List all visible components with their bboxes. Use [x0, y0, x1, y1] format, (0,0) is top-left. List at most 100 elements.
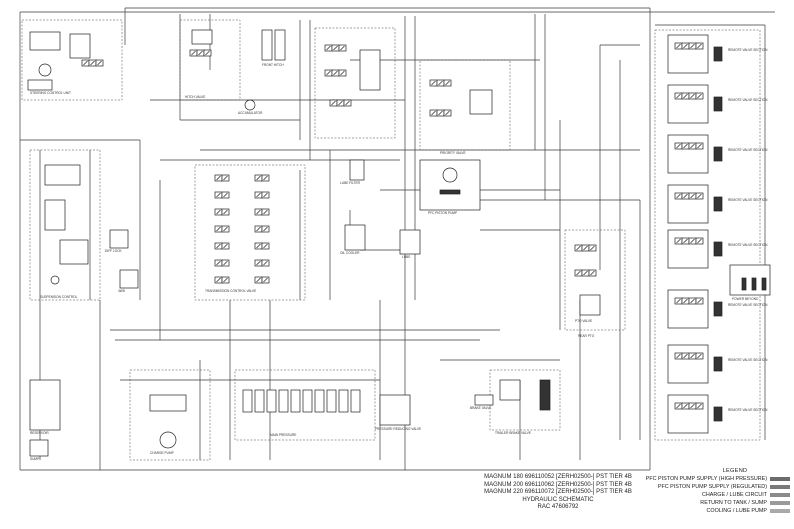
component-label: Main pressure [270, 433, 297, 437]
flow-arrow [445, 110, 450, 116]
component-label: Front hitch [262, 63, 284, 67]
clutch-spool [254, 225, 270, 233]
flow-arrow [683, 353, 688, 359]
component-label: Brake valve [470, 406, 492, 410]
component-label: Steering control unit [30, 91, 71, 95]
component-label: Remote valve section [728, 98, 768, 102]
legend-item-label: PFC PISTON PUMP SUPPLY (REGULATED) [657, 484, 767, 490]
flow-arrow [198, 50, 203, 56]
title-block: MAGNUM 180 696110052 [ZERH02500-] PST TI… [463, 474, 653, 512]
shift-solenoid [290, 389, 301, 413]
flow-arrow [256, 243, 261, 249]
legend-swatch [770, 485, 790, 489]
remote-section-spool [674, 142, 704, 150]
flow-arrow [256, 277, 261, 283]
flow-arrow [576, 245, 581, 251]
suspension-accumulator-block [59, 239, 89, 265]
legend-item-label: RETURN TO TANK / SUMP [700, 500, 767, 506]
remote-valve-section [667, 34, 709, 74]
clutch-spool [214, 208, 230, 216]
pto-block-outline [564, 229, 626, 331]
clutch-spool [214, 259, 230, 267]
steering-spool [81, 59, 104, 67]
flow-arrow [223, 209, 228, 215]
component-label: Trailer brake valve [495, 431, 531, 435]
flow-arrow [256, 226, 261, 232]
suspension-accumulator [50, 275, 60, 285]
flow-arrow [97, 60, 102, 66]
shift-solenoid [326, 389, 337, 413]
flow-arrow [676, 403, 681, 409]
flow-arrow [216, 209, 221, 215]
legend-swatch [770, 493, 790, 497]
clutch-spool [254, 259, 270, 267]
remote-section-spool [674, 192, 704, 200]
four-wd-valve [119, 269, 139, 289]
pfc-pump-block [419, 159, 481, 211]
steering-cylinder [27, 79, 53, 91]
flow-arrow [431, 110, 436, 116]
flow-arrow [223, 175, 228, 181]
component-label: Pressure reducing valve [375, 427, 422, 431]
legend-swatch [770, 501, 790, 505]
legend-item: RETURN TO TANK / SUMP [640, 499, 790, 507]
component-label: Remote valve section [728, 148, 768, 152]
component-label: Priority valve [440, 151, 466, 155]
flow-arrow [683, 43, 688, 49]
flow-arrow [216, 226, 221, 232]
flow-arrow [216, 243, 221, 249]
flow-arrow [263, 277, 268, 283]
suspension-block-outline [29, 149, 101, 301]
flow-arrow [256, 209, 261, 215]
pressure-reducing-block [379, 394, 411, 426]
reservoir-tank [29, 379, 61, 431]
priority-block-outline [419, 59, 511, 151]
flow-arrow [83, 60, 88, 66]
power-beyond-coupler [741, 277, 747, 291]
shift-solenoid [266, 389, 277, 413]
legend-item-label: PFC PISTON PUMP SUPPLY (HIGH PRESSURE) [645, 476, 767, 482]
remote-valve-section [667, 229, 709, 269]
remote-spool [329, 99, 352, 107]
power-beyond-coupler [751, 277, 757, 291]
flow-arrow [256, 192, 261, 198]
flow-arrow [697, 403, 702, 409]
flow-arrow [697, 298, 702, 304]
component-label: Suspension control [40, 295, 78, 299]
front-hitch-cylinder [274, 29, 286, 61]
component-label: Remote valve section [728, 358, 768, 362]
shift-solenoid [278, 389, 289, 413]
remote-section-spool [674, 92, 704, 100]
title-line-5: RAC 47606792 [537, 504, 579, 511]
line-layer [19, 7, 775, 471]
flow-arrow [683, 93, 688, 99]
flow-arrow [676, 143, 681, 149]
flow-arrow [697, 43, 702, 49]
shift-solenoid [338, 389, 349, 413]
flow-arrow [690, 353, 695, 359]
flow-arrow [697, 193, 702, 199]
pump-block-outline [129, 369, 211, 461]
legend-item-label: COOLING / LUBE PUMP [706, 508, 767, 514]
flow-arrow [697, 93, 702, 99]
pfc-pump-core [439, 189, 461, 195]
flow-arrow [326, 70, 331, 76]
remote-spool [324, 44, 347, 52]
flow-arrow [90, 60, 95, 66]
flow-arrow [345, 100, 350, 106]
legend-item-label: CHARGE / LUBE CIRCUIT [702, 492, 767, 498]
remote-coupler [713, 241, 723, 257]
clutch-spool [254, 276, 270, 284]
legend-swatch [770, 477, 790, 481]
remote-valve-outline [314, 27, 396, 139]
component-label: Rear PTO [578, 334, 595, 338]
shift-solenoid [302, 389, 313, 413]
brake-coupler [539, 379, 551, 411]
title-line-3: MAGNUM 220 696110072 [ZERH02500-] PST TI… [484, 489, 632, 496]
flow-arrow [690, 93, 695, 99]
component-label: Diff lock [105, 249, 122, 253]
component-label: Accumulator [238, 111, 263, 115]
component-label: Hitch valve [185, 95, 206, 99]
flow-arrow [583, 270, 588, 276]
remote-spool [324, 69, 347, 77]
